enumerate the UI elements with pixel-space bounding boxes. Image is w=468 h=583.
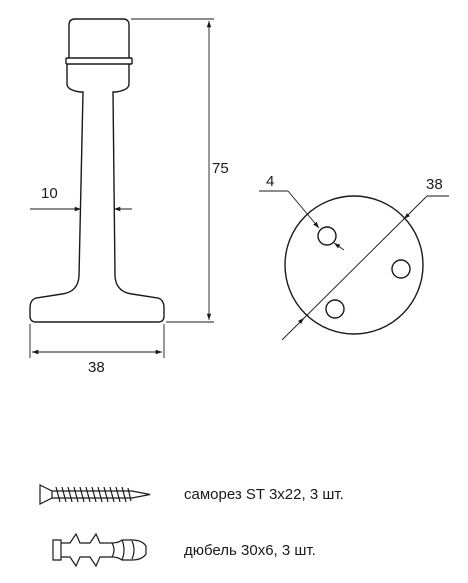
hole-diameter-dimension [259, 190, 345, 251]
height-dimension [131, 18, 214, 323]
plate-diameter-dimension [281, 195, 449, 341]
dowel-label: дюбель 30x6, 3 шт. [184, 542, 316, 559]
mounting-hole [317, 226, 337, 246]
rubber-cap [68, 18, 130, 58]
screw-label: саморез ST 3x22, 3 шт. [184, 486, 344, 503]
base-plate-outline [284, 195, 424, 335]
plate-diameter-label: 38 [426, 176, 443, 193]
mounting-hole [391, 259, 411, 279]
base-width-label: 38 [88, 359, 105, 376]
dowel-icon [52, 532, 147, 568]
base-plate-top-view [284, 195, 424, 335]
stopper-body [29, 64, 165, 323]
height-label: 75 [212, 160, 229, 177]
base-width-dimension [29, 324, 165, 358]
hole-diameter-label: 4 [266, 173, 274, 190]
door-stopper-side-view [29, 18, 165, 323]
stem-width-label: 10 [41, 185, 58, 202]
mounting-hole [325, 299, 345, 319]
screw-icon [39, 484, 151, 505]
